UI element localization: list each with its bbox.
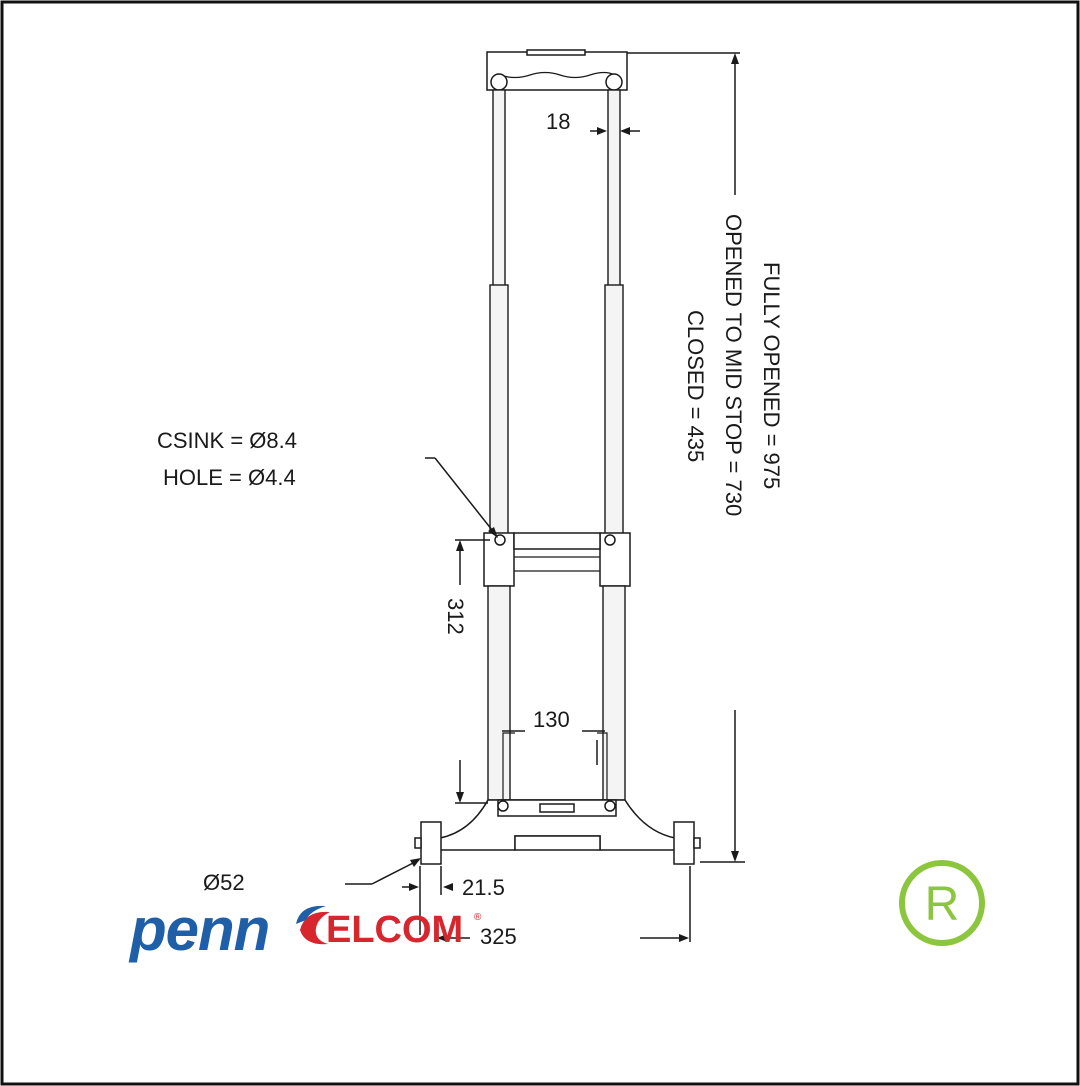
dim-wheel-width: 21.5 — [462, 875, 505, 900]
lower-tube-right — [602, 585, 626, 801]
registered-circle-icon — [899, 860, 985, 946]
handle-grip — [486, 51, 628, 91]
registered-badge: R — [899, 860, 985, 946]
upper-tube-right — [607, 89, 621, 289]
dim-mid-stop: OPENED TO MID STOP = 730 — [721, 214, 746, 516]
dim-overall-width: 325 — [480, 924, 517, 949]
wheel-left — [420, 821, 442, 865]
dim-hole: HOLE = Ø4.4 — [163, 465, 296, 490]
lower-tube-left — [487, 585, 511, 801]
registered-symbol: R — [925, 878, 960, 931]
logo-penn: penn — [128, 896, 269, 963]
dim-inner-width: 130 — [533, 707, 570, 732]
middle-tube-right — [604, 284, 624, 536]
trolley-handle-drawing — [414, 49, 701, 865]
middle-tube-left — [489, 284, 509, 536]
penn-elcom-logo: penn ELCOM ® — [128, 896, 482, 963]
dim-handle-width: 18 — [546, 109, 570, 134]
dim-wheel-diameter: Ø52 — [203, 870, 245, 895]
dim-fully-opened: FULLY OPENED = 975 — [759, 262, 784, 489]
wheel-right — [673, 821, 695, 865]
dim-csink: CSINK = Ø8.4 — [157, 428, 297, 453]
logo-registered-mark: ® — [474, 912, 482, 923]
logo-swirl-icon — [296, 905, 330, 945]
upper-tube-left — [492, 89, 506, 289]
dimension-lines — [345, 52, 745, 942]
logo-elcom: ELCOM — [326, 909, 463, 951]
dim-closed: CLOSED = 435 — [683, 310, 708, 462]
dim-mount-height: 312 — [443, 598, 468, 635]
